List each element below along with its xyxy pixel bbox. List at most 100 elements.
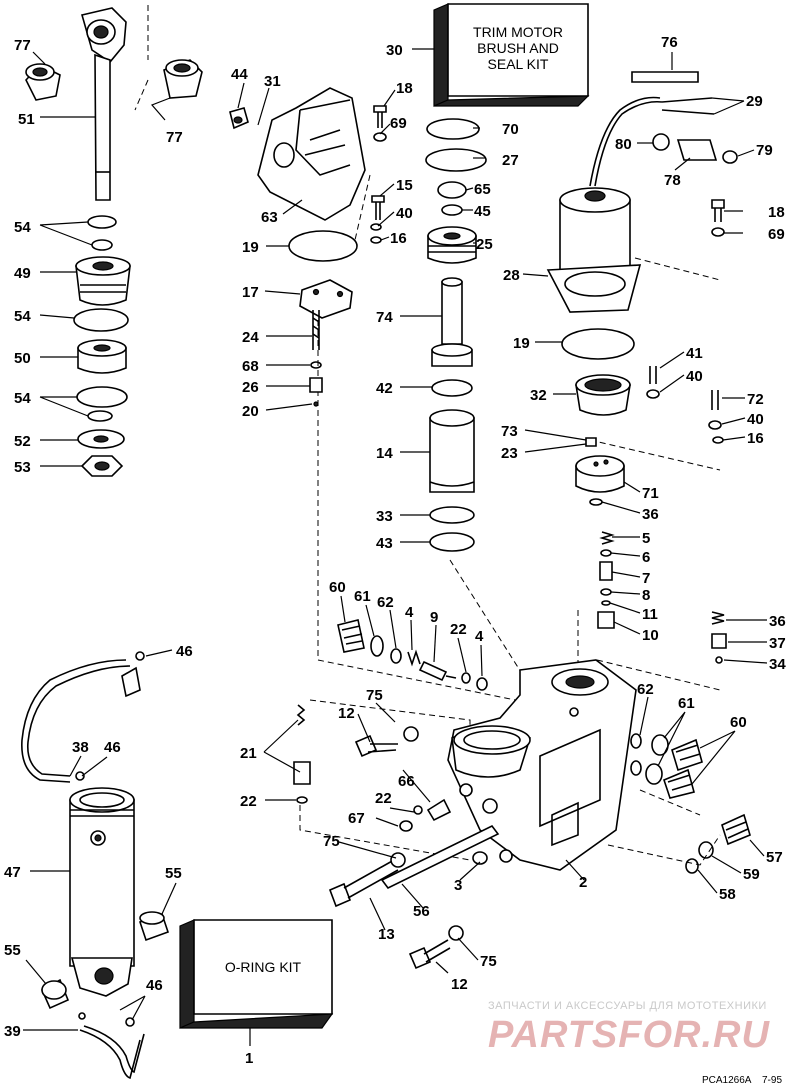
callout-71: 71: [642, 485, 659, 502]
callout-55-right: 55: [165, 865, 182, 882]
cylinder-part-47: [69, 787, 135, 997]
callout-23: 23: [501, 445, 518, 462]
callout-12-lower: 12: [451, 976, 468, 993]
callout-37: 37: [769, 635, 786, 652]
callout-46-mid: 46: [104, 739, 121, 756]
manifold-body-part-2: [447, 659, 637, 871]
callout-32: 32: [530, 387, 547, 404]
trim-motor-kit-box: TRIM MOTOR BRUSH AND SEAL KIT: [433, 3, 590, 107]
callout-27: 27: [502, 152, 519, 169]
bushing-part-77-left: [25, 63, 61, 101]
callout-16-upper: 16: [390, 230, 407, 247]
callout-75-upper: 75: [366, 687, 383, 704]
callout-40-lower: 40: [747, 411, 764, 428]
callout-60-left: 60: [329, 579, 346, 596]
callout-18-upper: 18: [396, 80, 413, 97]
valve-body-32-71: [575, 374, 631, 506]
callout-43: 43: [376, 535, 393, 552]
fittings-66-22-67: [399, 798, 452, 832]
center-piston-column: [427, 181, 477, 552]
check-valve-row-right: [630, 733, 703, 799]
callout-77-right: 77: [166, 129, 183, 146]
reservoir-part-63: [257, 87, 366, 221]
callout-66: 66: [398, 773, 415, 790]
callout-62-left: 62: [377, 594, 394, 611]
callout-62-right: 62: [637, 681, 654, 698]
callout-29: 29: [746, 93, 763, 110]
callout-75-mid: 75: [323, 833, 340, 850]
piston-stack: [73, 215, 131, 477]
check-valve-row-left: [337, 619, 488, 691]
valve-parts-24-68-26-20: [309, 310, 323, 407]
callout-6: 6: [642, 549, 650, 566]
callout-28: 28: [503, 267, 520, 284]
callout-69-upper: 69: [390, 115, 407, 132]
callout-31: 31: [264, 73, 281, 90]
small-screws-41-72: [646, 366, 724, 444]
callout-47: 47: [4, 864, 21, 881]
callout-36-lower: 36: [769, 613, 786, 630]
callout-46-lower: 46: [146, 977, 163, 994]
bushings-part-55: [40, 911, 170, 1010]
oring-part-19-left: [288, 230, 358, 262]
callout-79: 79: [756, 142, 773, 159]
assembly-guide-lines: [134, 5, 721, 866]
callout-22-a: 22: [450, 621, 467, 638]
callout-65: 65: [474, 181, 491, 198]
oring-part-27: [425, 148, 487, 172]
callout-9: 9: [430, 609, 438, 626]
callout-36-upper: 36: [642, 506, 659, 523]
callout-59: 59: [743, 866, 760, 883]
leader-lines: [23, 48, 768, 1046]
valve-spring-stack-5-11: [597, 531, 615, 629]
drawing-date: 7-95: [762, 1075, 782, 1086]
callout-26: 26: [242, 379, 259, 396]
callout-1: 1: [245, 1050, 253, 1067]
callout-42: 42: [376, 380, 393, 397]
callout-18-right: 18: [768, 204, 785, 221]
callout-61-left: 61: [354, 588, 371, 605]
callout-77-left: 77: [14, 37, 31, 54]
callout-80: 80: [615, 136, 632, 153]
bolt-part-12-lower: [408, 925, 464, 970]
watermark-tagline: ЗАПЧАСТИ И АКСЕССУАРЫ ДЛЯ МОТОТЕХНИКИ: [488, 1000, 767, 1012]
callout-53: 53: [14, 459, 31, 476]
callout-14: 14: [376, 445, 393, 462]
plate-part-17: [299, 279, 353, 319]
callout-labels: 77 51 77 44 31 30 76 18 69 29 70 27 80 7…: [4, 34, 786, 1067]
callout-19-right: 19: [513, 335, 530, 352]
callout-50: 50: [14, 350, 31, 367]
callout-10: 10: [642, 627, 659, 644]
callout-38: 38: [72, 739, 89, 756]
callout-4-a: 4: [405, 604, 414, 621]
callout-19-left: 19: [242, 239, 259, 256]
callout-40-upper: 40: [396, 205, 413, 222]
trim-motor-part-28: [546, 96, 663, 313]
callout-12-upper: 12: [338, 705, 355, 722]
trim-rod-part-51: [80, 7, 127, 201]
callout-22-b: 22: [240, 793, 257, 810]
callout-5: 5: [642, 530, 650, 547]
callout-24: 24: [242, 329, 259, 346]
watermark-logo: PARTSFOR.RU: [488, 1014, 770, 1056]
callout-54-c: 54: [14, 390, 31, 407]
oring-part-70: [426, 118, 480, 140]
callout-76: 76: [661, 34, 678, 51]
callout-25: 25: [476, 236, 493, 253]
callout-22-c: 22: [375, 790, 392, 807]
callout-16-lower: 16: [747, 430, 764, 447]
callout-72: 72: [747, 391, 764, 408]
callout-15: 15: [396, 177, 413, 194]
callout-2: 2: [579, 874, 587, 891]
callout-49: 49: [14, 265, 31, 282]
screw-part-18: [373, 105, 387, 142]
callout-39: 39: [4, 1023, 21, 1040]
callout-55-left: 55: [4, 942, 21, 959]
fitting-part-21: [293, 704, 311, 804]
callout-69-right: 69: [768, 226, 785, 243]
callout-40-mid: 40: [686, 368, 703, 385]
callout-11: 11: [642, 606, 658, 623]
callout-8: 8: [642, 587, 650, 604]
callout-4-b: 4: [475, 628, 484, 645]
oring-kit-box: O-RING KIT: [179, 919, 334, 1029]
